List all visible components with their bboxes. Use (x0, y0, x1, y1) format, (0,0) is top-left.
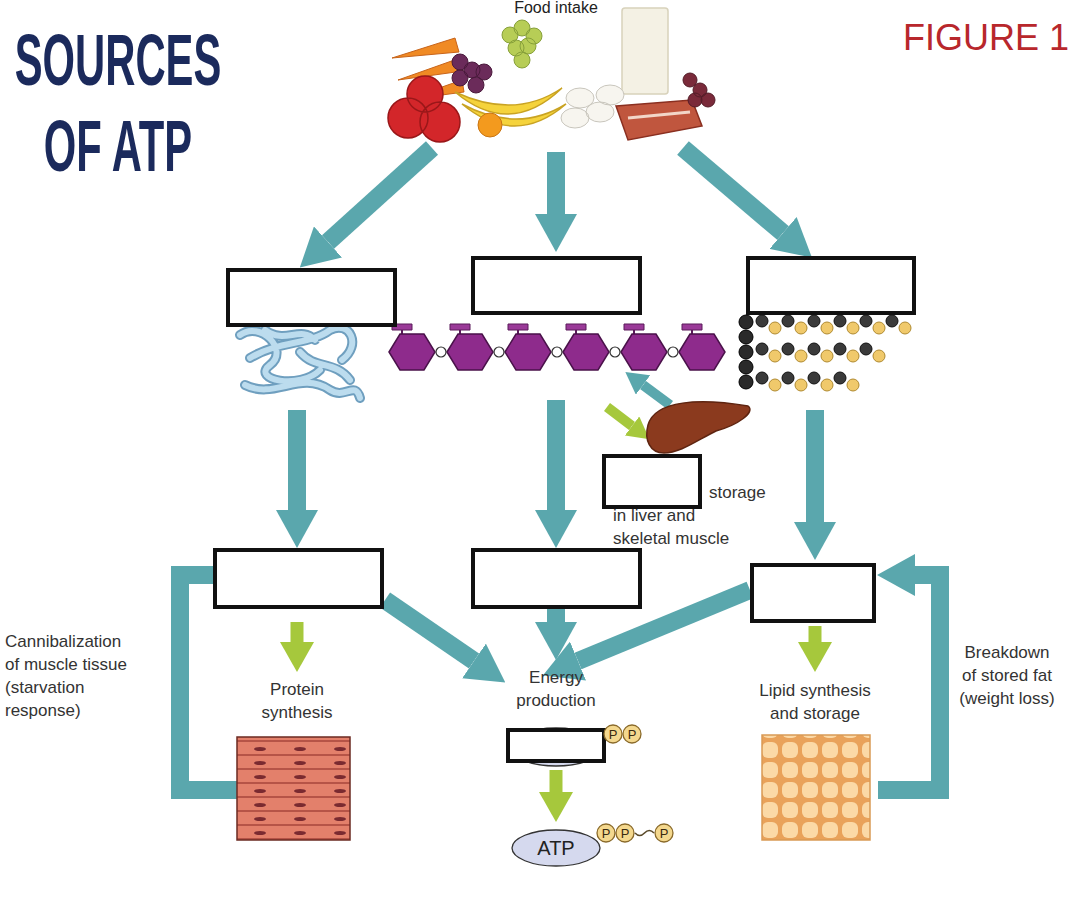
flow-arrow (683, 148, 783, 233)
blank-box (228, 270, 395, 325)
blank-box (752, 565, 874, 621)
protein-ribbon (240, 328, 360, 398)
molecule-name: ATP (537, 838, 574, 858)
apple (388, 76, 460, 142)
synthesis-arrow (809, 626, 822, 642)
weight-loss-note: Breakdown of stored fat (weight loss) (957, 641, 1057, 710)
phosphate-symbol: P (660, 827, 669, 840)
atp-molecule: ATP (511, 829, 601, 867)
phosphate-circle (616, 824, 634, 842)
blank-box (748, 258, 914, 313)
grapes (683, 73, 715, 107)
meat (616, 100, 702, 140)
meat-fat (628, 112, 690, 118)
sugar-branch-tab (392, 324, 702, 330)
starvation-note: Cannibalization of muscle tissue (starva… (5, 630, 135, 722)
atp-ellipse (512, 830, 600, 866)
release-arrow (643, 385, 670, 405)
phosphate-symbol: P (609, 728, 618, 741)
protein-outline (240, 328, 360, 398)
storage-arrow (607, 407, 632, 426)
phosphate-circle (655, 824, 673, 842)
flow-arrow (806, 410, 824, 522)
banana (455, 88, 566, 126)
carbon-bead (756, 315, 898, 384)
figure-label: FIGURE 1 (903, 20, 1082, 56)
eggs (561, 85, 624, 128)
red-grapes (452, 54, 492, 93)
synthesis-arrow (550, 770, 563, 792)
storage-label: storage in liver and skeletal muscle (613, 481, 751, 550)
flow-arrow (328, 148, 432, 242)
blank-box (604, 456, 700, 507)
flow-arrow (547, 152, 565, 214)
blank-box (473, 550, 640, 607)
fat-tissue (762, 735, 870, 840)
phosphate-group: P (622, 724, 642, 744)
blank-box (215, 550, 382, 607)
phosphate-circle (597, 824, 615, 842)
orange (478, 113, 502, 137)
phosphate-group: P (654, 823, 674, 843)
synthesis-arrow (291, 622, 304, 642)
milk-glass (622, 8, 668, 94)
phosphate-symbol: P (621, 827, 630, 840)
flow-arrow (385, 600, 474, 661)
process-label: Energy production (501, 666, 611, 712)
phosphate-circle (604, 725, 622, 743)
liver (647, 402, 750, 453)
phosphate-symbol: P (602, 827, 611, 840)
carrot (392, 38, 464, 100)
phosphate-group: P (596, 823, 616, 843)
process-label: Protein synthesis (242, 678, 352, 724)
adp-molecule (510, 728, 602, 766)
loop-arrow (180, 575, 237, 790)
muscle-tissue (237, 737, 350, 840)
flow-arrow (547, 606, 565, 622)
food-label: Food intake (496, 0, 616, 17)
flow-arrow (288, 410, 306, 510)
figure-title: SOURCES OF ATP (8, 17, 228, 189)
process-label: Lipid synthesis and storage (750, 679, 880, 725)
phosphate-symbol: P (628, 728, 637, 741)
glucose-ring (389, 334, 725, 370)
green-grapes (502, 20, 542, 68)
high-energy-bond (635, 831, 654, 836)
glycerol-bead (739, 315, 753, 389)
sugar-branch (402, 327, 692, 334)
flow-arrow (547, 400, 565, 510)
loop-arrow (878, 575, 940, 790)
phosphate-circle (623, 725, 641, 743)
blank-box (473, 258, 640, 313)
phosphate-group: P (615, 823, 635, 843)
hydrogen-bead (769, 322, 911, 391)
blank-box (508, 730, 604, 761)
glycosidic-link (436, 347, 678, 357)
flow-arrow (578, 590, 750, 661)
phosphate-group: P (603, 724, 623, 744)
